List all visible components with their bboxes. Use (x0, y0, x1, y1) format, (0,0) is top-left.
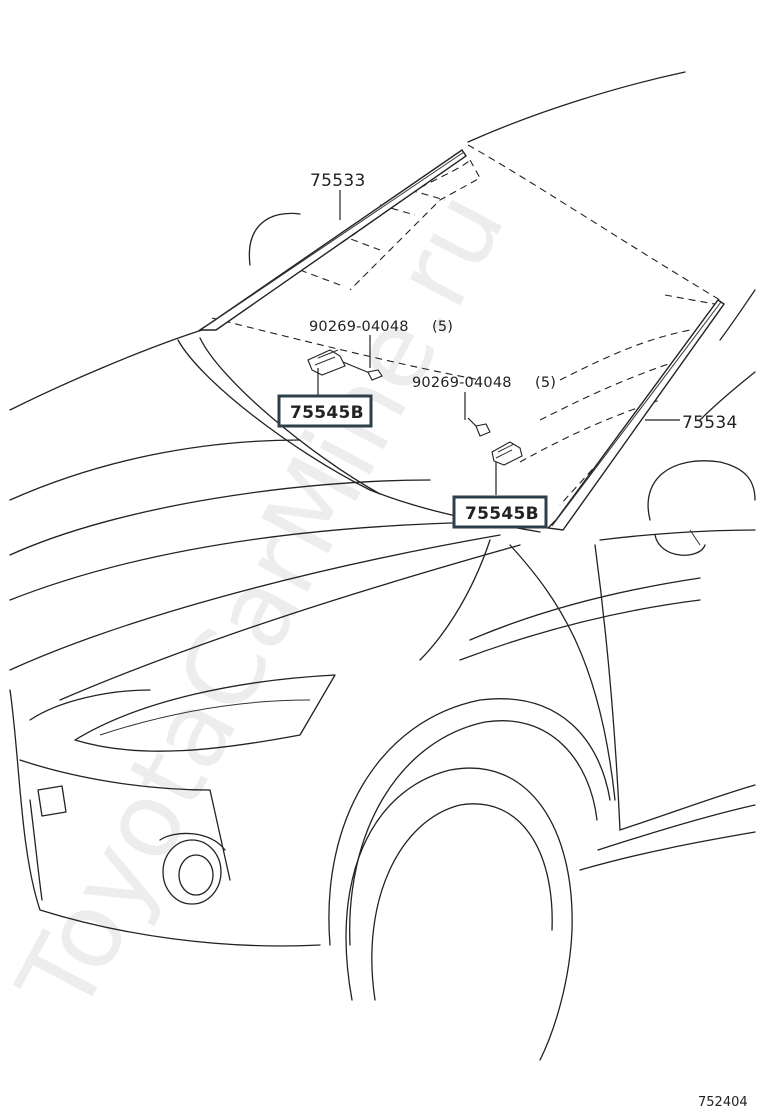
label-75534: 75534 (682, 413, 738, 433)
label-75545b-right: 75545B (465, 504, 539, 524)
label-clip-upper-qty: (5) (432, 319, 453, 335)
callout-box-75545b-left[interactable]: 75545B (277, 394, 373, 428)
diagram-id: 752404 (698, 1095, 748, 1110)
leader-lines (317, 190, 680, 495)
label-clip-lower-number: 90269-04048 (412, 375, 512, 391)
label-75545b-left: 75545B (290, 403, 364, 423)
callout-box-75545b-right[interactable]: 75545B (452, 495, 548, 529)
label-75533: 75533 (310, 171, 366, 191)
label-clip-upper-number: 90269-04048 (309, 319, 409, 335)
vehicle-body-outline (9, 71, 756, 1061)
clip-left-part (342, 361, 383, 381)
retainer-right-part (491, 441, 523, 466)
clip-right-part (467, 417, 491, 437)
watermark-text: ToyotaCarMine.ru (0, 172, 529, 1032)
label-clip-lower-qty: (5) (535, 375, 556, 391)
retainer-left-part (307, 349, 346, 376)
